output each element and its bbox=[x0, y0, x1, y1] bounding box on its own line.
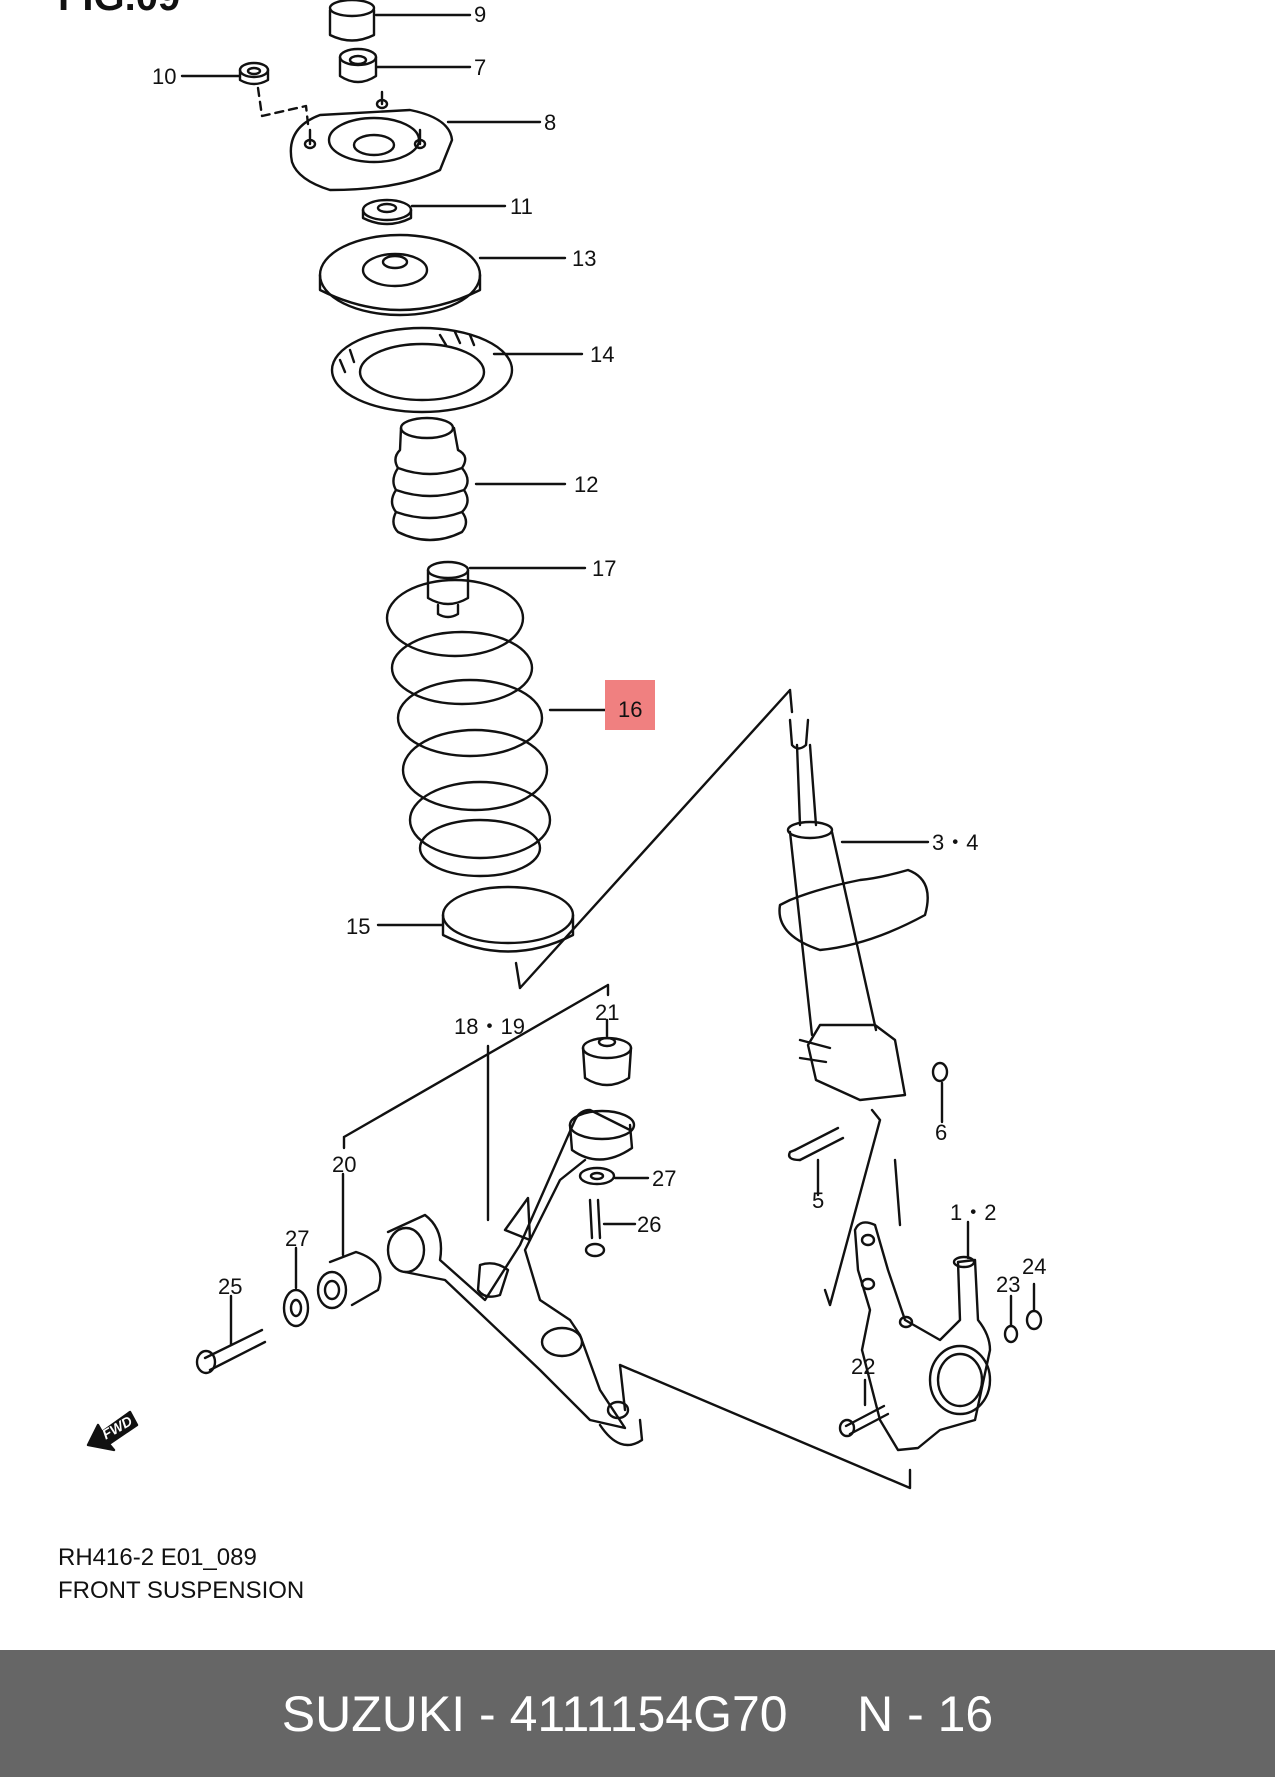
parts-diagram: FIG.09 bbox=[58, 0, 1046, 1490]
callout-11: 11 bbox=[510, 194, 533, 219]
callout-27-left: 27 bbox=[285, 1226, 309, 1251]
callout-8: 8 bbox=[544, 110, 556, 135]
part-21-bushing bbox=[581, 1018, 633, 1087]
part-27-washer-right bbox=[578, 1166, 650, 1186]
part-23-washer bbox=[1003, 1294, 1019, 1344]
part-9-bumper-cap bbox=[328, 0, 472, 42]
guide-lines-balljoint bbox=[618, 1363, 912, 1490]
footer-brand: SUZUKI bbox=[281, 1685, 466, 1742]
diagram-code: RH416-2 E01_089 bbox=[58, 1544, 257, 1571]
part-24-nut bbox=[1025, 1282, 1043, 1331]
part-16-highlight bbox=[605, 680, 655, 730]
part-18-19-control-arm bbox=[386, 1044, 644, 1447]
part-13-upper-seat bbox=[318, 233, 567, 317]
part-15-lower-seat bbox=[376, 885, 575, 953]
callout-21: 21 bbox=[595, 1000, 619, 1025]
callout-15: 15 bbox=[346, 914, 370, 939]
callout-25: 25 bbox=[218, 1274, 242, 1299]
part-14-spring-insulator bbox=[330, 326, 584, 414]
callout-27-right: 27 bbox=[652, 1166, 676, 1191]
footer-separator: - bbox=[465, 1685, 510, 1742]
part-27-washer-left bbox=[282, 1246, 310, 1328]
part-8-strut-mount bbox=[289, 90, 542, 192]
callout-5: 5 bbox=[812, 1188, 824, 1213]
guide-lines-arm bbox=[342, 983, 610, 1150]
callout-7: 7 bbox=[474, 55, 486, 80]
callout-24: 24 bbox=[1022, 1254, 1046, 1279]
callout-12: 12 bbox=[574, 472, 598, 497]
part-26-bolt bbox=[584, 1198, 637, 1258]
figure-label: FIG.09 bbox=[58, 0, 180, 19]
callout-26: 26 bbox=[637, 1212, 661, 1237]
part-17-bump-stop bbox=[426, 560, 587, 619]
callout-22: 22 bbox=[851, 1354, 875, 1379]
part-22-bolt bbox=[838, 1378, 890, 1438]
callout-18-19: 18・19 bbox=[454, 1014, 525, 1039]
diagram-title: FRONT SUSPENSION bbox=[58, 1577, 305, 1604]
fwd-arrow-icon bbox=[86, 1410, 139, 1452]
part-16-coil-spring bbox=[385, 578, 612, 878]
callout-23: 23 bbox=[996, 1272, 1020, 1297]
footer-gap bbox=[788, 1685, 857, 1743]
part-6-nut bbox=[931, 1061, 949, 1124]
part-12-dust-boot bbox=[390, 416, 567, 542]
part-11-bearing bbox=[361, 198, 507, 226]
callout-1-2: 1・2 bbox=[950, 1200, 996, 1225]
callout-20: 20 bbox=[332, 1152, 356, 1177]
callout-13: 13 bbox=[572, 246, 596, 271]
guide-lines-spring bbox=[514, 688, 794, 990]
guide-lines-knuckle bbox=[823, 1108, 902, 1307]
part-3-4-strut bbox=[778, 718, 930, 1102]
part-20-bushing bbox=[316, 1172, 382, 1310]
footer-bar: SUZUKI - 4111154G70 N - 16 bbox=[0, 1650, 1275, 1777]
callout-14: 14 bbox=[590, 342, 614, 367]
callout-16: 16 bbox=[618, 697, 642, 722]
part-7-nut bbox=[338, 47, 472, 84]
part-1-2-steering-knuckle bbox=[853, 1220, 992, 1452]
callout-9: 9 bbox=[474, 2, 486, 27]
callout-17: 17 bbox=[592, 556, 616, 581]
part-10-nut bbox=[180, 61, 310, 126]
callout-6: 6 bbox=[935, 1120, 947, 1145]
callout-3-4: 3・4 bbox=[932, 830, 978, 855]
callout-10: 10 bbox=[152, 64, 176, 89]
part-25-bolt bbox=[195, 1294, 267, 1375]
footer-part-number: 4111154G70 bbox=[509, 1685, 788, 1742]
footer-ref-label: N - 16 bbox=[857, 1685, 994, 1742]
part-5-bolt bbox=[787, 1126, 845, 1197]
